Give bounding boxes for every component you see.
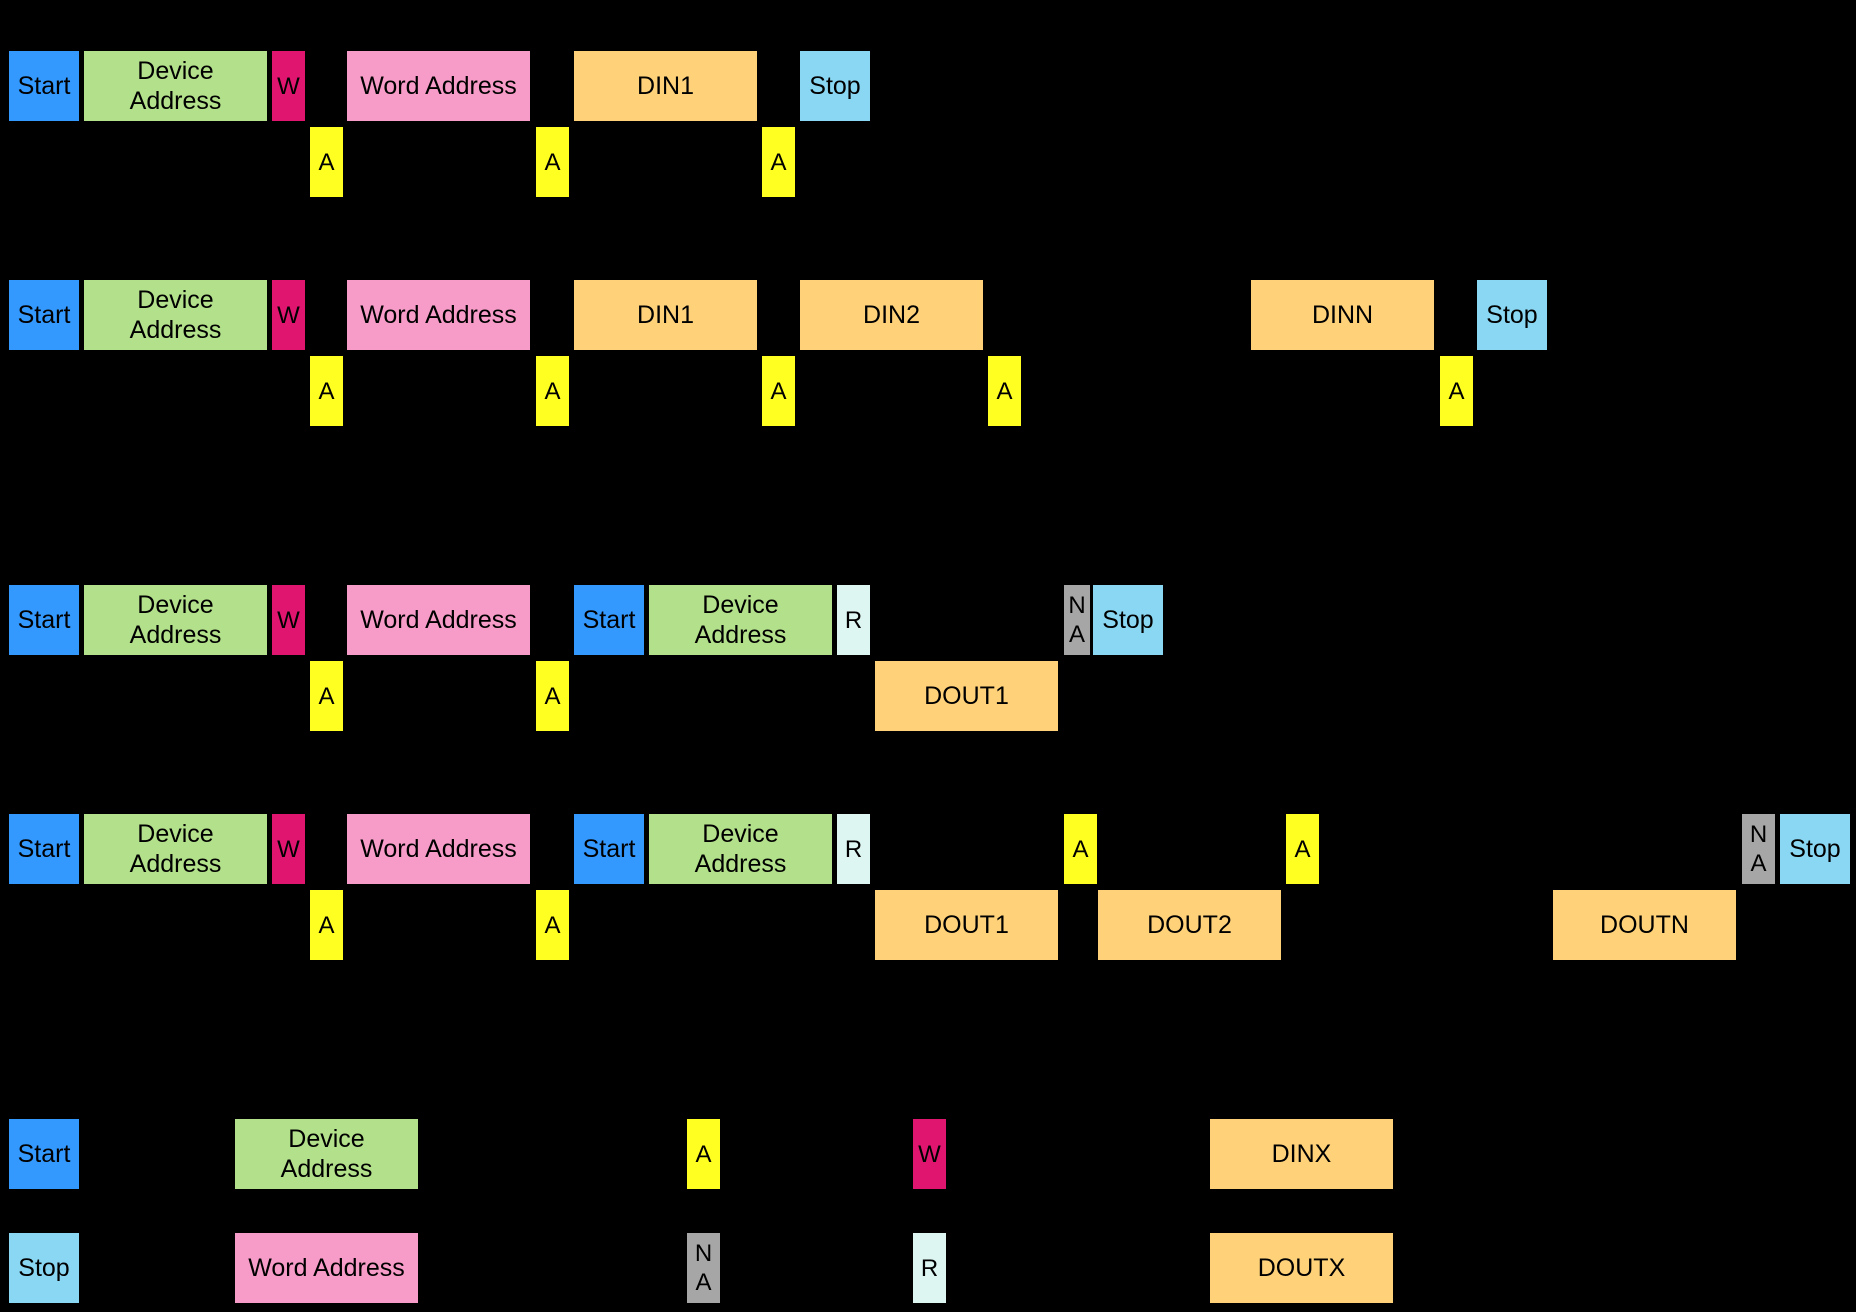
legend-data-byte: DOUTX (1210, 1233, 1393, 1303)
burst-read-ack-bit: A (536, 890, 569, 960)
single-write-start-condition: Start (9, 51, 79, 121)
single-write-stop-condition: Stop (800, 51, 870, 121)
single-read-ack-bit: A (536, 661, 569, 731)
burst-write-word-address-field: Word Address (347, 280, 530, 350)
legend-word-address-field: Word Address (235, 1233, 418, 1303)
legend-nack-bit: N A (687, 1233, 720, 1303)
burst-write-ack-bit: A (762, 356, 795, 426)
burst-write-ack-bit: A (536, 356, 569, 426)
burst-write-data-byte: DIN2 (800, 280, 983, 350)
burst-read-write-bit: W (272, 814, 305, 884)
burst-write-ack-bit: A (988, 356, 1021, 426)
legend-data-byte: DINX (1210, 1119, 1393, 1189)
burst-read-nack-bit: N A (1742, 814, 1775, 884)
single-read-data-byte: DOUT1 (875, 661, 1058, 731)
single-read-stop-condition: Stop (1093, 585, 1163, 655)
burst-write-data-byte: DINN (1251, 280, 1434, 350)
burst-read-ack-bit: A (1064, 814, 1097, 884)
single-read-device-address-field: Device Address (84, 585, 267, 655)
burst-write-ack-bit: A (1440, 356, 1473, 426)
legend-write-bit: W (913, 1119, 946, 1189)
single-write-ack-bit: A (762, 127, 795, 197)
single-read-ack-bit: A (310, 661, 343, 731)
burst-write-device-address-field: Device Address (84, 280, 267, 350)
burst-read-device-address-field: Device Address (84, 814, 267, 884)
burst-read-start-condition: Start (574, 814, 644, 884)
burst-write-stop-condition: Stop (1477, 280, 1547, 350)
single-read-read-bit: R (837, 585, 870, 655)
burst-read-read-bit: R (837, 814, 870, 884)
single-write-ack-bit: A (310, 127, 343, 197)
single-read-start-condition: Start (9, 585, 79, 655)
single-read-nack-bit: N A (1064, 585, 1090, 655)
burst-write-ack-bit: A (310, 356, 343, 426)
burst-read-data-byte: DOUTN (1553, 890, 1736, 960)
single-read-write-bit: W (272, 585, 305, 655)
burst-write-write-bit: W (272, 280, 305, 350)
burst-read-data-byte: DOUT2 (1098, 890, 1281, 960)
single-write-write-bit: W (272, 51, 305, 121)
legend-device-address-field: Device Address (235, 1119, 418, 1189)
single-read-device-address-field: Device Address (649, 585, 832, 655)
single-write-word-address-field: Word Address (347, 51, 530, 121)
burst-write-start-condition: Start (9, 280, 79, 350)
burst-read-ack-bit: A (310, 890, 343, 960)
burst-write-data-byte: DIN1 (574, 280, 757, 350)
burst-read-ack-bit: A (1286, 814, 1319, 884)
burst-read-word-address-field: Word Address (347, 814, 530, 884)
legend-start-condition: Start (9, 1119, 79, 1189)
single-write-device-address-field: Device Address (84, 51, 267, 121)
burst-read-start-condition: Start (9, 814, 79, 884)
single-write-ack-bit: A (536, 127, 569, 197)
legend-ack-bit: A (687, 1119, 720, 1189)
burst-read-device-address-field: Device Address (649, 814, 832, 884)
legend-read-bit: R (913, 1233, 946, 1303)
single-write-data-byte: DIN1 (574, 51, 757, 121)
burst-read-stop-condition: Stop (1780, 814, 1850, 884)
legend-stop-condition: Stop (9, 1233, 79, 1303)
burst-read-data-byte: DOUT1 (875, 890, 1058, 960)
single-read-word-address-field: Word Address (347, 585, 530, 655)
single-read-start-condition: Start (574, 585, 644, 655)
